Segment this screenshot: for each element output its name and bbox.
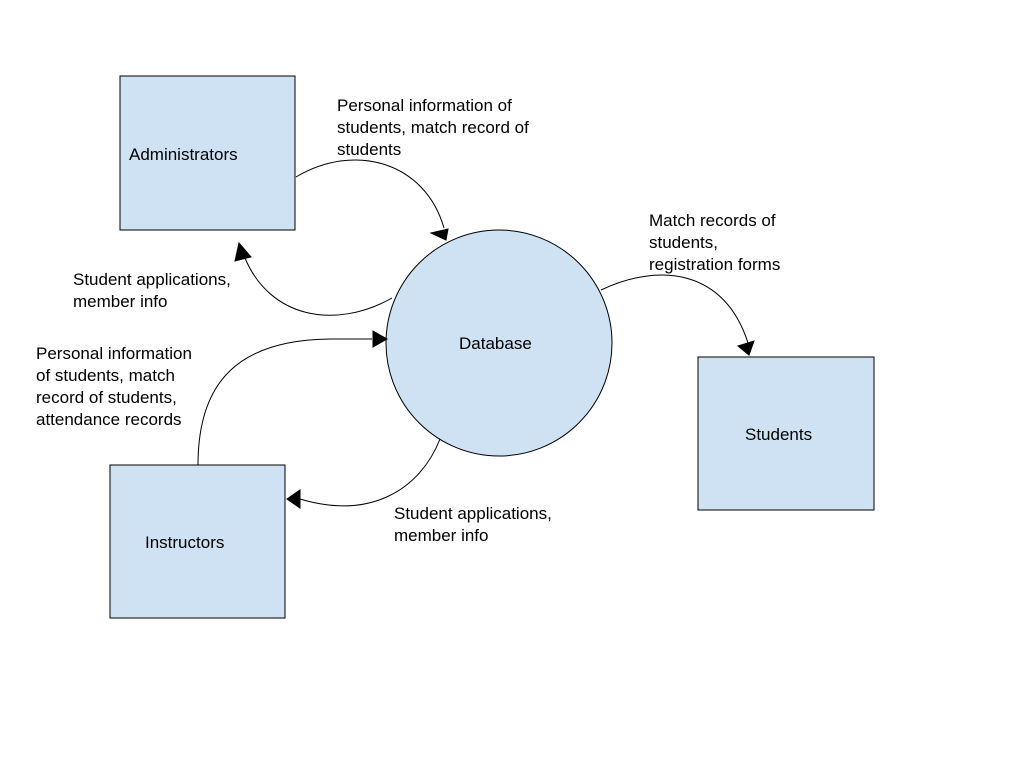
flow-label-line: registration forms [649,255,780,274]
database-label: Database [459,334,532,353]
flow-admin-to-database-arrowhead [429,228,449,241]
flow-label-line: attendance records [36,410,182,429]
instructors-label: Instructors [145,533,224,552]
flow-label-line: of students, match [36,366,175,385]
flow-label-line: Match records of [649,211,776,230]
flow-instructors-to-database-label: Personal information of students, match … [36,344,197,429]
students-label: Students [745,425,812,444]
flow-database-to-students-arrowhead [736,340,755,356]
flow-database-to-instructors: Student applications, member info [286,438,557,545]
administrators-box [119,75,296,231]
instructors-box [109,464,286,619]
flow-label-line: Student applications, [73,270,231,289]
flow-admin-to-database-label: Personal information of students, match … [337,96,534,159]
flow-label-line: record of students, [36,388,177,407]
flow-database-to-admin-line [244,257,393,316]
flow-database-to-instructors-label: Student applications, member info [394,504,557,545]
flow-label-line: students, [649,233,718,252]
flow-label-line: students [337,140,401,159]
flow-database-to-admin-label: Student applications, member info [73,270,236,311]
flow-label-line: students, match record of [337,118,529,137]
flow-admin-to-database-line [295,159,445,229]
flow-label-line: member info [394,526,488,545]
flow-instructors-to-database-line [197,338,372,466]
flow-label-line: member info [73,292,167,311]
flow-database-to-students-line [600,274,749,344]
flow-database-to-students: Match records of students, registration … [600,211,780,356]
flow-database-to-students-label: Match records of students, registration … [649,211,780,274]
node-database: Database [385,229,613,457]
administrators-label: Administrators [129,145,238,164]
flow-database-to-admin: Student applications, member info [73,241,393,316]
node-administrators: Administrators [119,75,296,231]
flow-database-to-instructors-line [299,438,441,507]
flow-admin-to-database: Personal information of students, match … [295,96,534,241]
flow-instructors-to-database-arrowhead [372,330,389,348]
flow-label-line: Personal information [36,344,192,363]
students-box [697,356,875,511]
flow-instructors-to-database: Personal information of students, match … [36,330,389,466]
node-students: Students [697,356,875,511]
flow-database-to-admin-arrowhead [234,241,252,262]
node-instructors: Instructors [109,464,286,619]
flow-label-line: Student applications, [394,504,552,523]
flow-database-to-instructors-arrowhead [286,489,301,509]
flow-label-line: Personal information of [337,96,512,115]
database-circle [385,229,613,457]
